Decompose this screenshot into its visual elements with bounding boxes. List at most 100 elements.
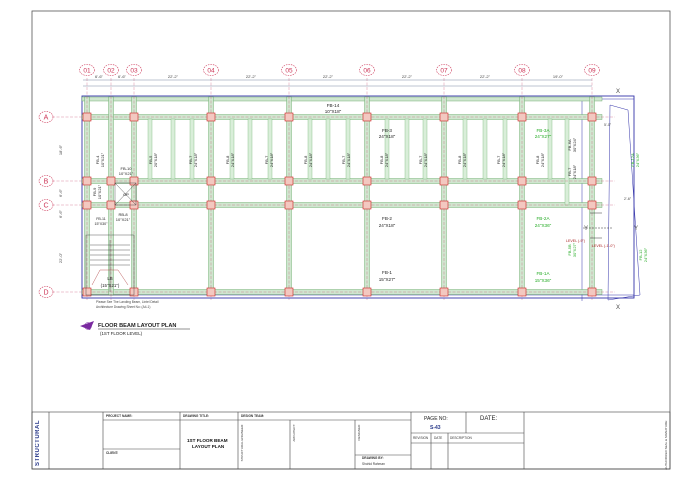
beam-fb8-c-name: FB-8: [379, 155, 384, 164]
beam-fb12-size: 24"X36": [643, 247, 648, 262]
grid-bubble-03: 03: [126, 64, 142, 76]
beam-fb2-name: FB-2: [382, 216, 392, 221]
column-04D: [206, 287, 216, 297]
column-08B: [517, 176, 527, 186]
dim-7-8: 22'-2": [480, 74, 491, 79]
beam-fb12a-name: FB-12A: [630, 153, 635, 167]
column-05D: [284, 287, 294, 297]
designed-label: DESIGNED:: [357, 424, 361, 441]
dim-a-b: 18'-6": [58, 144, 63, 155]
x-marker-top: X: [616, 89, 620, 95]
column-02C: [106, 200, 116, 210]
beam-fb10-name: FB-10: [121, 166, 133, 171]
beam-fb9-name: FB-9: [92, 187, 97, 196]
svg-text:08: 08: [518, 68, 526, 75]
grid-bubble-04: 04: [203, 64, 219, 76]
design-team-label: DESIGN TEAM:: [241, 414, 265, 418]
beam-rb8-name: RB-8: [118, 212, 128, 217]
column-03B: [129, 176, 139, 186]
column-08A: [517, 112, 527, 122]
beam-fb7-a-name: FB-7: [188, 155, 193, 164]
beam-fb7-b-name: FB-7: [264, 155, 269, 164]
beam-fb3-name: FB-3: [382, 128, 392, 133]
column-01D: [82, 287, 92, 297]
beam-fb7-b-size: 24"X18": [269, 152, 274, 167]
column-04C: [206, 200, 216, 210]
svg-text:06: 06: [363, 68, 371, 75]
column-06C: [362, 200, 372, 210]
svg-text:02: 02: [107, 68, 115, 75]
beam-fb6a-name: FB-6A: [567, 139, 572, 151]
column-04B: [206, 176, 216, 186]
beam-fb7-e-name: FB-7: [496, 155, 501, 164]
beam-rb8-size: 10"X21": [116, 217, 131, 222]
column-01C: [82, 200, 92, 210]
authorized-seal-label: AUTHORIZED SEAL & SIGNATURE:: [664, 420, 668, 470]
dim-5-6: 22'-2": [323, 74, 334, 79]
beam-fb6a-size: 30"X24": [572, 137, 577, 152]
svg-text:C: C: [43, 203, 48, 210]
dim-1-2: 6'-6": [95, 74, 104, 79]
dim-2-3: 6'-6": [118, 74, 127, 79]
level-note-1: LEVEL (-9"): [566, 239, 585, 243]
beam-lb-size: (15"X21"): [101, 283, 120, 288]
grid-bubble-05: 05: [281, 64, 297, 76]
beam-fb8-e-size: 24"X18": [540, 152, 545, 167]
level-notes: LEVEL (-9") LEVEL (-1'-0"): [566, 239, 615, 248]
structural-engineer-label: STRUCTURAL ENGINEER:: [240, 424, 244, 462]
beam-fb5-name: FB-5: [148, 155, 153, 164]
svg-text:05: 05: [285, 68, 293, 75]
grid-bubble-01: 01: [79, 64, 95, 76]
grid-bubble-B: B: [38, 175, 54, 187]
opening-label: OP: [123, 192, 129, 197]
beam-fb7-d-size: 24"X18": [423, 152, 428, 167]
beam-fb4-name: FB-4: [95, 155, 100, 164]
beam-fb5b-size: 30"X27": [572, 242, 577, 257]
stair: [85, 182, 137, 296]
column-grid-bubbles: 01 02 03 04 05 06 07 08 09: [79, 64, 600, 76]
date-label: DATE:: [480, 416, 498, 422]
dim-right-1: 5'-0": [604, 123, 612, 127]
date-col-label: DATE: [434, 436, 443, 440]
beam-fb12-name: FB-12: [638, 249, 643, 261]
beam-fb8-b-name: FB-8: [303, 155, 308, 164]
plan-title-block: FLOOR BEAM LAYOUT PLAN (1ST FLOOR LEVEL): [80, 321, 190, 336]
beam-fb3a-size: 24"X27": [535, 134, 552, 139]
beam-fb5b-name: FB-5B: [567, 244, 572, 256]
dim-4-5: 22'-2": [246, 74, 257, 79]
beam-labels: FB-14 10"X18" FB-3 24"X18" FB-2 24"X18" …: [95, 103, 552, 288]
beam-fb14-name: FB-14: [327, 103, 340, 108]
grid-bubble-A: A: [38, 111, 54, 123]
drawing-by-label: DRAWING BY:: [362, 456, 384, 460]
column-08C: [517, 200, 527, 210]
row-grid-bubbles: A B C D: [38, 111, 54, 298]
beam-fb8-a-size: 24"X18": [230, 152, 235, 167]
drawing-title-label: DRAWING TITLE:: [183, 414, 210, 418]
column-09D: [587, 287, 597, 297]
grid-bubble-D: D: [38, 286, 54, 298]
beam-fb7-f-size: 24"X18": [572, 164, 577, 179]
grid-bubble-06: 06: [359, 64, 375, 76]
beam-fb7-c-size: 24"X18": [346, 152, 351, 167]
drawing-title-line2: LAYOUT PLAN: [192, 444, 225, 449]
column-03A: [129, 112, 139, 122]
svg-text:07: 07: [440, 68, 448, 75]
beam-fb11-name: FB-11: [96, 217, 106, 221]
beam-fb7-d-name: FB-7: [418, 155, 423, 164]
svg-text:04: 04: [207, 68, 215, 75]
beam-fb11-size: 15"X30": [95, 222, 109, 226]
svg-text:09: 09: [588, 68, 596, 75]
top-dimension-chain: [83, 79, 592, 87]
grid-bubble-07: 07: [436, 64, 452, 76]
column-09C: [587, 200, 597, 210]
grid-bubble-02: 02: [103, 64, 119, 76]
plan-title: FLOOR BEAM LAYOUT PLAN: [98, 323, 176, 329]
beam-fb7-c-name: FB-7: [341, 155, 346, 164]
column-04A: [206, 112, 216, 122]
column-08D: [517, 287, 527, 297]
beam-fb10-size: 10"X21": [119, 171, 134, 176]
beam-fb2a-name: FB-2A: [536, 216, 550, 221]
column-05A: [284, 112, 294, 122]
beam-fb9-size: 10"X21": [97, 184, 102, 199]
